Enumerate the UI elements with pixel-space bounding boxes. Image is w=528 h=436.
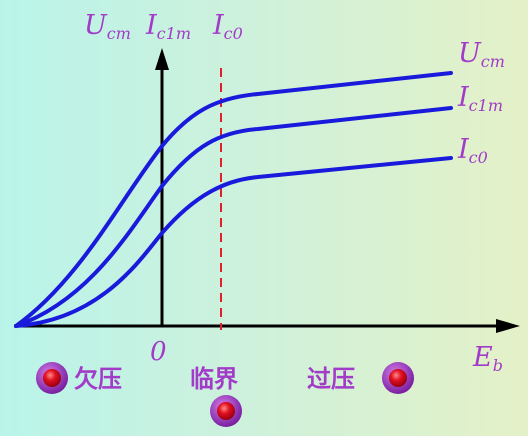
under-voltage-label: 欠压 [74, 365, 122, 393]
curve-ucm [14, 71, 453, 328]
under-voltage-button[interactable] [36, 362, 68, 394]
y-axis-labels: Ucm Ic1m Ic0 [84, 10, 243, 43]
curves [14, 71, 453, 328]
critical-button[interactable] [210, 395, 242, 427]
over-voltage-button[interactable] [382, 362, 414, 394]
curve-label-ic0: Ic0 [457, 134, 488, 167]
origin-label: 0 [150, 337, 167, 367]
curve-ic1m [14, 106, 453, 328]
critical-label: 临界 [190, 365, 238, 393]
under-voltage-button-dot[interactable] [43, 369, 61, 387]
curve-label-ic1m: Ic1m [457, 82, 503, 115]
curve-ic0 [14, 156, 453, 328]
curve-labels: Ucm Ic1m Ic0 [457, 38, 505, 167]
x-label-eb: Eb [472, 342, 503, 375]
x-axis-arrow [496, 319, 520, 333]
critical-button-dot[interactable] [217, 402, 235, 420]
y-label-ucm: Ucm [84, 10, 131, 43]
over-voltage-button-dot[interactable] [389, 369, 407, 387]
over-voltage-label: 过压 [307, 365, 355, 393]
curve-label-ucm: Ucm [458, 38, 505, 71]
y-label-ic1m: Ic1m [145, 10, 191, 43]
y-label-ic0: Ic0 [212, 10, 243, 43]
y-axis-arrow [155, 48, 169, 70]
